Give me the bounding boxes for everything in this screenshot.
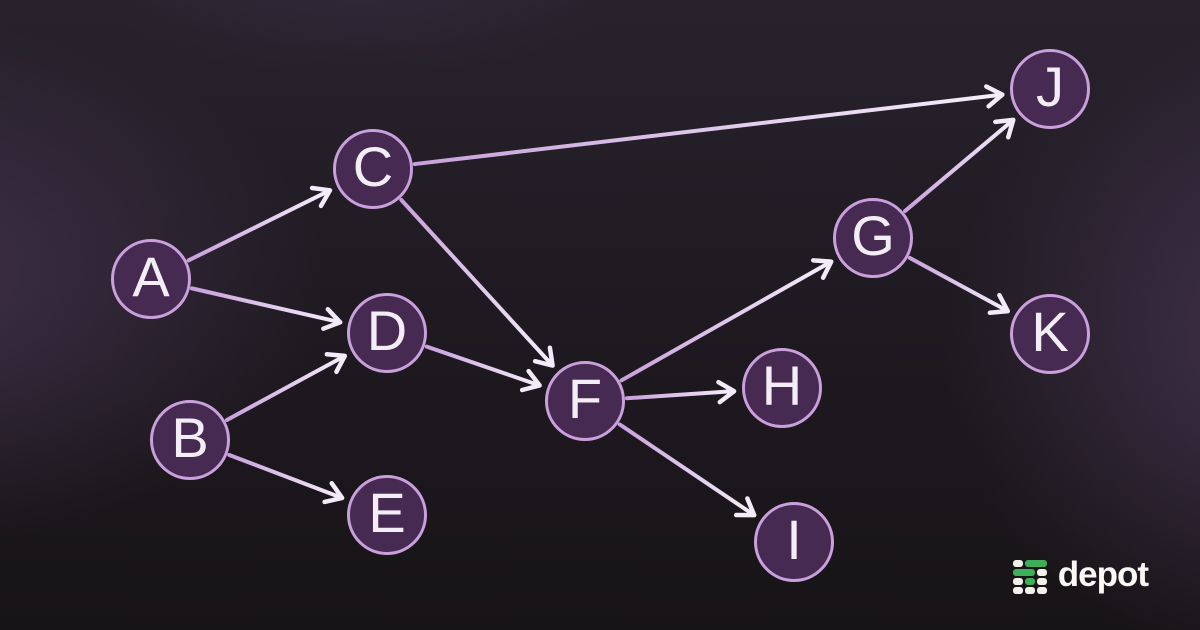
edge-G-J	[903, 119, 1014, 213]
edge-F-I	[617, 422, 755, 517]
graph-node-E: E	[347, 475, 427, 555]
node-label-I: I	[786, 508, 802, 571]
graph-node-J: J	[1010, 49, 1090, 129]
edge-G-K	[907, 256, 1009, 313]
graph-node-G: G	[833, 198, 913, 278]
node-label-F: F	[567, 367, 603, 430]
edge-C-J	[412, 92, 1003, 167]
node-label-J: J	[1036, 55, 1064, 118]
arrowhead-G-K	[987, 292, 1011, 316]
arrowhead-C-J	[984, 84, 1005, 109]
depot-icon-block	[1024, 577, 1035, 585]
edge-A-D	[189, 286, 341, 324]
graph-node-H: H	[742, 348, 822, 428]
node-label-B: B	[171, 406, 209, 469]
depot-icon-block	[1024, 559, 1047, 567]
graph-node-K: K	[1010, 294, 1090, 374]
edge-A-C	[186, 189, 331, 263]
graph-node-D: D	[347, 293, 427, 373]
depot-icon-block	[1036, 586, 1047, 594]
arrowhead-G-J	[993, 117, 1016, 140]
depot-icon-block	[1012, 577, 1023, 585]
arrowhead-A-D	[321, 306, 343, 331]
arrowhead-B-D	[324, 352, 348, 375]
arrowhead-C-F	[532, 345, 555, 368]
depot-wordmark: depot	[1057, 555, 1149, 594]
node-label-E: E	[368, 481, 406, 544]
node-label-A: A	[132, 245, 170, 308]
depot-logo: depot	[1012, 555, 1149, 594]
node-label-G: G	[851, 204, 895, 267]
arrowhead-A-C	[309, 185, 333, 209]
edge-C-F	[399, 198, 554, 367]
arrowhead-F-I	[733, 496, 757, 518]
graph-node-B: B	[150, 400, 230, 480]
graph-node-A: A	[111, 239, 191, 319]
depot-icon-block	[1012, 568, 1035, 576]
edge-D-F	[424, 344, 540, 387]
depot-icon-block	[1024, 586, 1035, 594]
graph-node-C: C	[333, 129, 413, 209]
arrowhead-F-H	[716, 379, 737, 405]
graph-node-I: I	[754, 502, 834, 582]
edge-B-E	[227, 452, 343, 500]
edge-F-G	[619, 260, 832, 383]
arrowhead-D-F	[519, 368, 542, 393]
node-label-C: C	[352, 135, 394, 198]
edge-B-D	[224, 354, 346, 422]
depot-icon-block	[1012, 559, 1023, 567]
depot-icon-block	[1012, 586, 1023, 594]
edge-F-H	[624, 389, 735, 401]
arrowhead-B-E	[322, 480, 345, 505]
depot-logo-icon	[1012, 559, 1047, 594]
graph-node-F: F	[545, 361, 625, 441]
node-label-H: H	[761, 354, 803, 417]
node-label-D: D	[366, 299, 408, 362]
arrowhead-F-G	[810, 258, 834, 280]
depot-icon-block	[1036, 577, 1047, 585]
depot-icon-block	[1036, 568, 1047, 576]
node-label-K: K	[1031, 300, 1069, 363]
